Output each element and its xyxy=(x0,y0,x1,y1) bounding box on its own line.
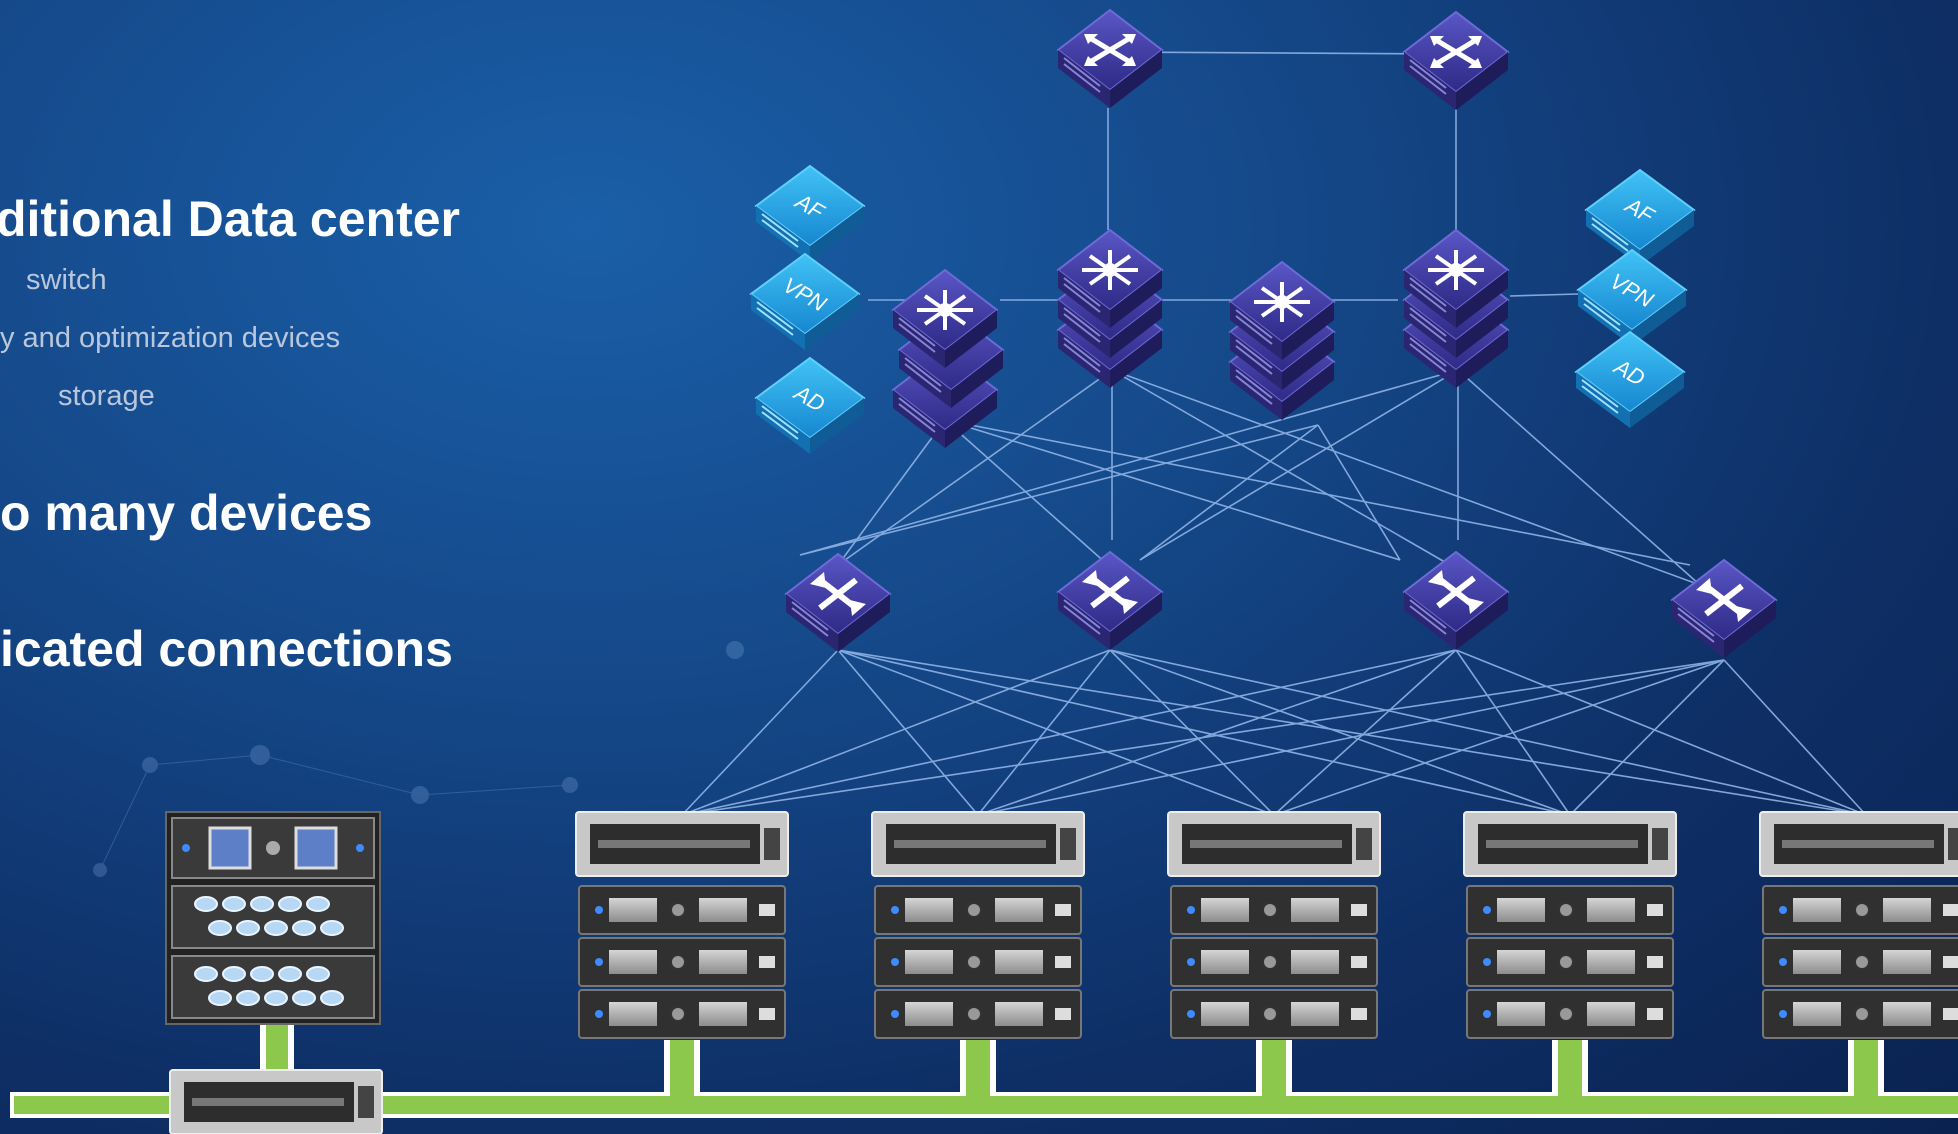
server-rack-2 xyxy=(871,811,1085,1039)
ad-device-left: AD xyxy=(755,357,865,455)
aggregation-switch-2 xyxy=(1057,229,1163,389)
network-links xyxy=(681,51,1867,816)
access-switch-3 xyxy=(1403,551,1509,651)
af-device-left: AF xyxy=(755,165,865,263)
background-network-pattern xyxy=(93,641,744,877)
vpn-device-right: VPN xyxy=(1577,249,1687,347)
vpn-device-left: VPN xyxy=(750,253,860,351)
heading-many-devices: o many devices xyxy=(0,485,373,541)
ad-device-right: AD xyxy=(1575,331,1685,429)
server-rack-5 xyxy=(1759,811,1958,1039)
server-rack-1 xyxy=(575,811,789,1039)
heading-traditional-data-center: ditional Data center xyxy=(0,191,460,247)
aggregation-switch-1 xyxy=(892,269,1004,449)
server-rack-3 xyxy=(1167,811,1381,1039)
server-rack-4 xyxy=(1463,811,1677,1039)
storage-rack xyxy=(165,811,381,1025)
aggregation-switch-4 xyxy=(1403,229,1509,389)
core-router-right xyxy=(1403,11,1509,111)
storage-switch xyxy=(169,1069,383,1134)
access-switch-1 xyxy=(785,553,891,653)
af-device-right: AF xyxy=(1585,169,1695,267)
heading-complicated-connections: icated connections xyxy=(0,621,453,677)
aggregation-switch-3 xyxy=(1229,261,1335,421)
bullet-optimization-devices: y and optimization devices xyxy=(0,322,341,354)
access-switch-2 xyxy=(1057,551,1163,651)
bullet-switch: switch xyxy=(26,264,107,296)
bullet-storage: storage xyxy=(58,380,155,412)
core-router-left xyxy=(1057,9,1163,109)
